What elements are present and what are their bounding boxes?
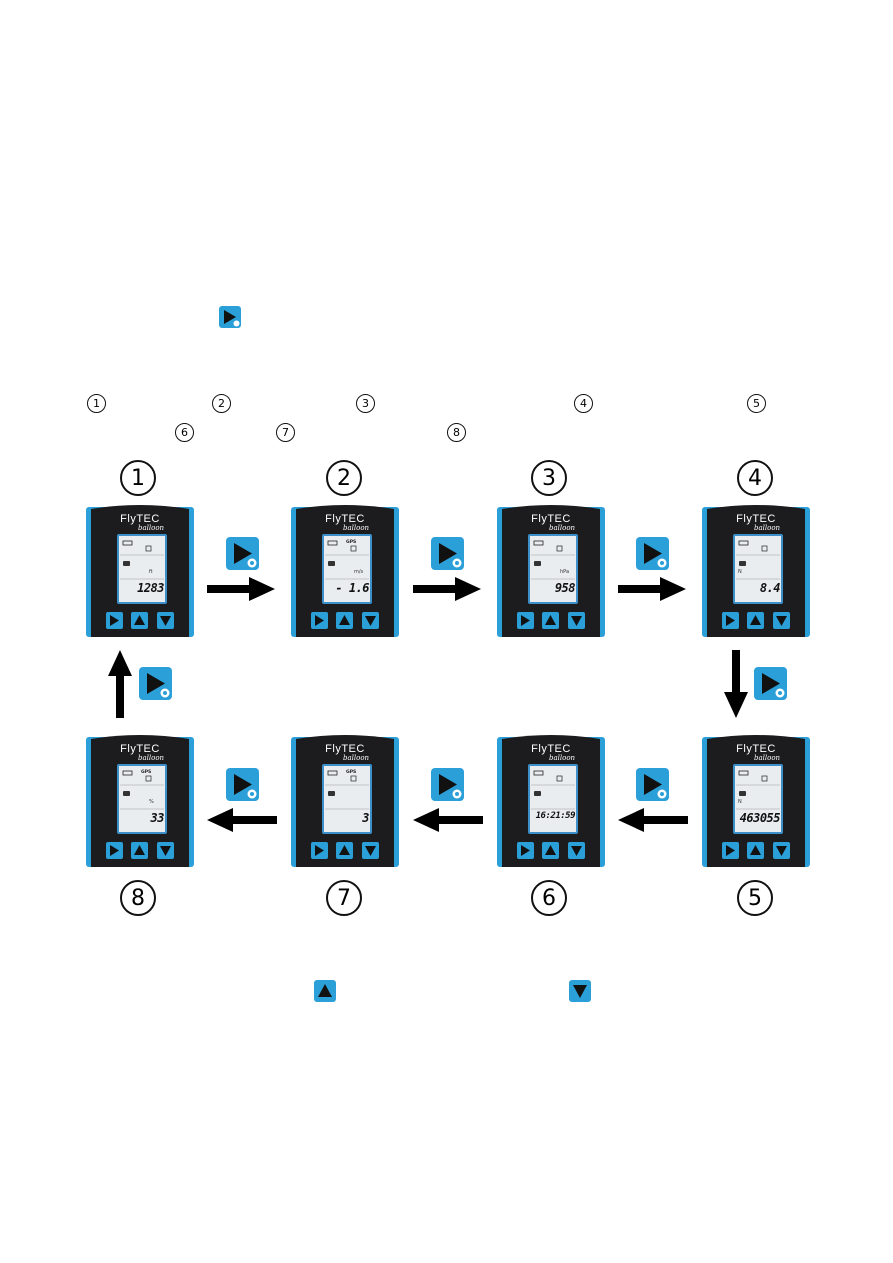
- arrow-left: [413, 808, 483, 832]
- step-number-6: 6: [531, 880, 567, 916]
- arrow-down: [724, 650, 748, 718]
- brand-logo: FlyTEC: [736, 743, 776, 755]
- direction-label: N: [738, 569, 742, 575]
- arrow-left: [618, 808, 688, 832]
- brand-sub: balloon: [549, 524, 576, 532]
- step-marker-small: 3: [356, 394, 375, 413]
- arrow-right: [618, 577, 686, 601]
- clock-icon: [534, 791, 541, 796]
- speed-icon: [739, 561, 746, 566]
- step-number-4: 4: [737, 460, 773, 496]
- unit-label: %: [149, 799, 154, 805]
- brand-sub: balloon: [754, 754, 781, 762]
- brand-logo: FlyTEC: [120, 743, 160, 755]
- brand-logo: FlyTEC: [325, 513, 365, 525]
- up-button-icon: [314, 980, 336, 1002]
- lcd-value: 8.4: [759, 581, 781, 595]
- gps-indicator: GPS: [346, 540, 357, 545]
- step-marker-small: 6: [175, 423, 194, 442]
- lcd-value: 1283: [137, 581, 164, 595]
- lcd-value: 3: [362, 811, 369, 825]
- step-number-2: 2: [326, 460, 362, 496]
- brand-sub: balloon: [549, 754, 576, 762]
- step-number-1: 1: [120, 460, 156, 496]
- unit-label: hPa: [560, 569, 570, 575]
- brand-sub: balloon: [138, 524, 165, 532]
- brand-sub: balloon: [138, 754, 165, 762]
- next-settings-button-icon: [139, 667, 172, 700]
- lcd-value: 16:21:59: [535, 811, 576, 821]
- lcd-value: 33: [150, 811, 165, 825]
- lcd-value: 463055: [739, 811, 781, 825]
- arrow-left: [207, 808, 277, 832]
- next-settings-button-icon: [636, 768, 669, 801]
- vario-icon: [328, 561, 335, 566]
- next-settings-button-icon: [219, 306, 241, 328]
- down-button-icon: [569, 980, 591, 1002]
- next-settings-button-icon: [431, 768, 464, 801]
- brand-sub: balloon: [754, 524, 781, 532]
- pressure-icon: [534, 561, 541, 566]
- step-marker-small: 7: [276, 423, 295, 442]
- step-marker-small: 2: [212, 394, 231, 413]
- brand-logo: FlyTEC: [120, 513, 160, 525]
- volume-icon: [123, 791, 130, 796]
- step-number-7: 7: [326, 880, 362, 916]
- brand-logo: FlyTEC: [736, 513, 776, 525]
- brand-sub: balloon: [343, 754, 370, 762]
- step-marker-small: 5: [747, 394, 766, 413]
- brand-logo: FlyTEC: [531, 743, 571, 755]
- next-settings-button-icon: [636, 537, 669, 570]
- altitude-icon: [123, 561, 130, 566]
- unit-label: ft: [149, 569, 153, 575]
- next-settings-button-icon: [226, 537, 259, 570]
- unit-label: m/s: [354, 569, 364, 575]
- step-number-8: 8: [120, 880, 156, 916]
- brand-logo: FlyTEC: [531, 513, 571, 525]
- step-number-3: 3: [531, 460, 567, 496]
- brand-sub: balloon: [343, 524, 370, 532]
- next-settings-button-icon: [431, 537, 464, 570]
- memory-icon: [328, 791, 335, 796]
- arrow-up: [108, 650, 132, 718]
- arrow-right: [413, 577, 481, 601]
- step-number-5: 5: [737, 880, 773, 916]
- step-marker-small: 4: [574, 394, 593, 413]
- gps-indicator: GPS: [346, 770, 357, 775]
- gps-indicator: GPS: [141, 770, 152, 775]
- next-settings-button-icon: [754, 667, 787, 700]
- lcd-value: - 1.6: [335, 581, 369, 595]
- step-marker-small: 8: [447, 423, 466, 442]
- direction-label: N: [738, 799, 742, 805]
- arrow-right: [207, 577, 275, 601]
- gps-position-icon: [739, 791, 746, 796]
- brand-logo: FlyTEC: [325, 743, 365, 755]
- next-settings-button-icon: [226, 768, 259, 801]
- lcd-value: 958: [554, 581, 576, 595]
- step-marker-small: 1: [87, 394, 106, 413]
